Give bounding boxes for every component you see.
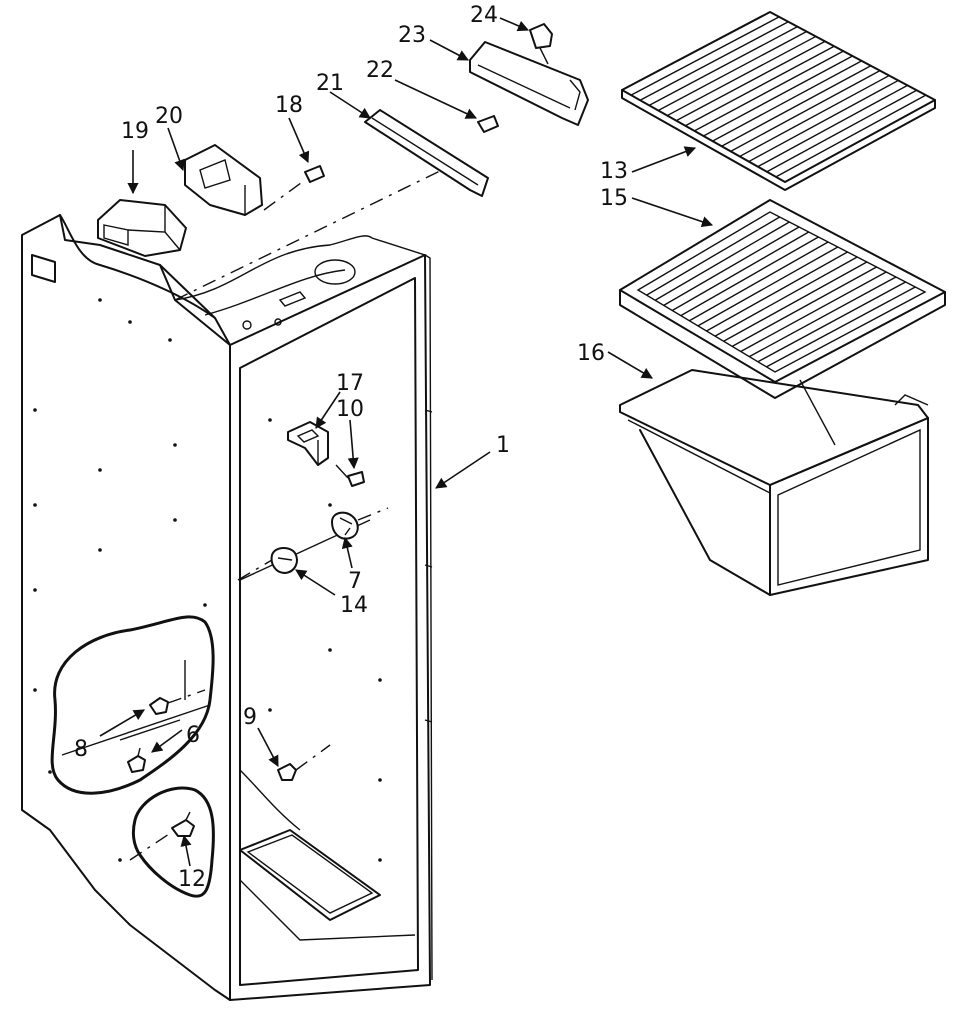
leader-arrows [99,17,714,867]
wire-line [731,266,877,347]
callout-labels: 1 6 7 8 9 10 12 13 14 15 16 17 18 19 20 … [74,3,628,892]
wire-line [680,236,819,317]
callout-20: 20 [155,104,183,129]
wire-line [671,231,810,312]
callout-18: 18 [275,93,303,118]
wire-line [694,50,844,132]
wire-line [739,74,890,158]
fastener-part-8 [149,689,206,715]
control-knob-part-14 [237,547,298,581]
wire-line [775,94,927,178]
callout-24: 24 [470,3,498,28]
callout-16: 16 [577,341,605,366]
wire-line [748,79,899,163]
cutaway-view-upper [50,615,215,795]
callout-8: 8 [74,737,88,762]
wire-line [730,70,881,152]
wire-shelf-part-13 [621,11,936,191]
wire-line [676,40,826,122]
wire-line [663,226,800,306]
callout-12: 12 [178,867,206,892]
screw-part-10 [335,464,365,487]
wire-line [666,35,817,117]
wire-line [712,60,862,142]
wire-line [723,261,868,342]
wire-line [757,281,906,363]
wire-line [646,216,781,296]
wire-line [689,241,829,322]
crisper-cover-part-15 [619,199,946,399]
fastener-part-9 [277,744,331,781]
cutaway-view-lower [131,786,215,898]
bracket-part-23 [469,41,589,126]
clip-part-24 [529,23,553,65]
callout-17: 17 [336,371,364,396]
wire-line [657,30,807,112]
wire-line [703,55,853,137]
wire-line [706,251,848,332]
crisper-drawer-part-16 [619,369,929,596]
wire-line [648,26,798,106]
callout-22: 22 [366,58,394,83]
callout-1: 1 [496,433,510,458]
wire-line [697,246,839,327]
callout-21: 21 [316,71,344,96]
wire-line [748,276,897,358]
callout-10: 10 [336,397,364,422]
callout-14: 14 [340,593,368,618]
callout-6: 6 [186,723,200,748]
callout-13: 13 [600,159,628,184]
wire-line [757,84,908,168]
wire-line [740,271,887,353]
wire-line [766,89,918,173]
bracket-part-17 [287,421,329,466]
fastener-part-6 [127,747,146,773]
cover-part-20 [184,144,263,216]
callout-15: 15 [600,186,628,211]
wire-line [766,286,916,368]
fastener-part-12 [129,811,195,861]
side-mounting-holes [33,298,382,862]
freezer-liner-cabinet [21,214,433,1001]
screw-part-18 [263,165,325,211]
wire-line [630,16,780,96]
callout-23: 23 [398,23,426,48]
callout-7: 7 [348,569,362,594]
wire-line [714,256,858,337]
callout-19: 19 [121,119,149,144]
wire-line [721,65,872,147]
rail-part-21 [174,109,489,301]
control-knob-part-7 [331,507,389,540]
wire-line [685,45,835,127]
air-diffuser-part-19 [97,199,187,257]
screw-part-22 [477,115,499,133]
callout-9: 9 [243,705,257,730]
wire-line [639,21,789,101]
wire-line [654,221,790,301]
